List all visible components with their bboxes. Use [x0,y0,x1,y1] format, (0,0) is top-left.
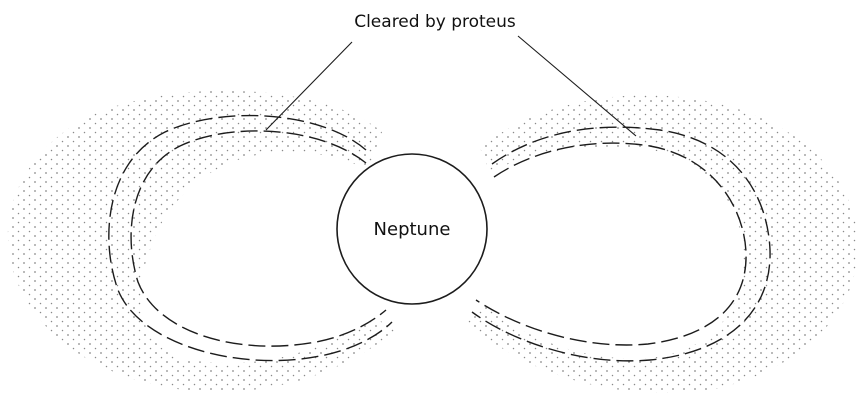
planet-label: Neptune [374,219,451,240]
annotation-label: Cleared by proteus [354,12,516,32]
right-dust-cloud [468,95,858,393]
